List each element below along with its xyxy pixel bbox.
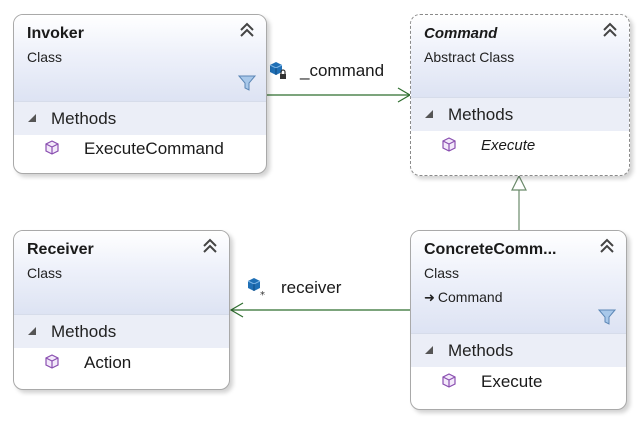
field-star-icon: *: [245, 276, 267, 301]
invoker-title: Invoker: [27, 25, 84, 42]
section-expand-icon[interactable]: [425, 110, 433, 118]
invoker-methods-section[interactable]: Methods: [14, 101, 266, 135]
concretecommand-header: [411, 231, 626, 334]
filter-icon[interactable]: [237, 75, 257, 91]
concretecommand-class-shape[interactable]: ConcreteComm... Class ➜Command Methods E…: [410, 230, 627, 410]
receiver-header: [14, 231, 229, 315]
svg-text:*: *: [260, 290, 265, 298]
method-name: ExecuteCommand: [84, 139, 224, 158]
command-methods-label: Methods: [448, 105, 514, 124]
concretecommand-methods-label: Methods: [448, 341, 514, 360]
invoker-header: [14, 15, 266, 102]
receiver-kind: Class: [27, 265, 63, 281]
command-abstract-class-shape[interactable]: Command Abstract Class Methods Execute: [410, 14, 630, 176]
association-label-receiver: receiver: [281, 278, 342, 297]
invoker-method-executecommand[interactable]: ExecuteCommand: [14, 134, 266, 164]
command-methods-section[interactable]: Methods: [411, 97, 629, 131]
filter-icon[interactable]: [597, 309, 617, 325]
invoker-class-shape[interactable]: Invoker Class Methods ExecuteCommand: [13, 14, 267, 174]
concretecommand-kind: Class: [424, 265, 460, 281]
inheritance-arrowhead: [511, 174, 527, 191]
receiver-title: Receiver: [27, 241, 94, 258]
method-cube-icon: [45, 140, 59, 155]
command-title: Command: [424, 25, 498, 42]
method-cube-icon: [442, 137, 456, 152]
inherits-name: Command: [437, 289, 503, 305]
concretecommand-title: ConcreteComm...: [424, 241, 557, 258]
concretecommand-method-execute[interactable]: Execute: [411, 367, 626, 397]
section-expand-icon[interactable]: [28, 327, 36, 335]
field-lock-icon: [267, 60, 289, 82]
inherits-arrow-icon: ➜: [424, 290, 435, 305]
section-expand-icon[interactable]: [28, 114, 36, 122]
collapse-icon[interactable]: [238, 21, 256, 39]
method-cube-icon: [442, 373, 456, 388]
command-method-execute[interactable]: Execute: [411, 131, 629, 161]
command-kind: Abstract Class: [424, 49, 515, 65]
receiver-methods-label: Methods: [51, 322, 117, 341]
collapse-icon[interactable]: [598, 237, 616, 255]
collapse-icon[interactable]: [601, 21, 619, 39]
concretecommand-methods-section[interactable]: Methods: [411, 333, 626, 367]
concretecommand-inherits: ➜Command: [424, 289, 503, 306]
command-header: [411, 15, 629, 98]
association-arrowhead-receiver: [229, 302, 244, 318]
method-cube-icon: [45, 354, 59, 369]
section-expand-icon[interactable]: [425, 346, 433, 354]
method-name: Execute: [481, 372, 543, 391]
method-name: Execute: [481, 137, 536, 154]
receiver-class-shape[interactable]: Receiver Class Methods Action: [13, 230, 230, 390]
collapse-icon[interactable]: [201, 237, 219, 255]
method-name: Action: [84, 353, 132, 372]
association-label-command: _command: [300, 61, 385, 80]
receiver-methods-section[interactable]: Methods: [14, 314, 229, 348]
invoker-kind: Class: [27, 49, 63, 65]
invoker-methods-label: Methods: [51, 109, 117, 128]
receiver-method-action[interactable]: Action: [14, 348, 229, 378]
